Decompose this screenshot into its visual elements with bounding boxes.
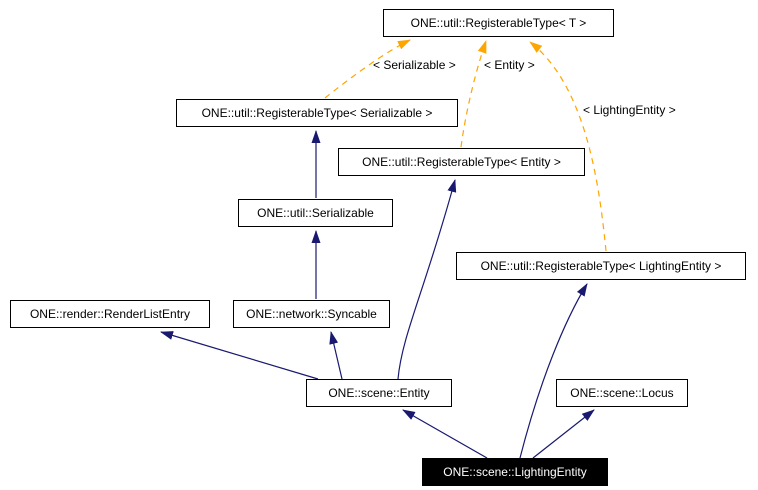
edge-entity-to-registerable-entity: [397, 179, 457, 380]
edge-registerable-entity-to-registerable-t: [460, 40, 487, 148]
node-one-network-syncable[interactable]: ONE::network::Syncable: [233, 300, 390, 328]
node-one-util-registerabletype-entity[interactable]: ONE::util::RegisterableType< Entity >: [338, 148, 585, 176]
edge-lightingentity-to-registerable-lightingentity: [519, 283, 588, 459]
edge-lightingentity-to-entity: [402, 409, 488, 459]
edge-registerable-lightingentity-to-registerable-t: [529, 41, 607, 252]
node-one-util-registerabletype-t[interactable]: ONE::util::RegisterableType< T >: [383, 9, 614, 37]
node-one-util-serializable[interactable]: ONE::util::Serializable: [238, 199, 393, 227]
node-one-scene-entity[interactable]: ONE::scene::Entity: [306, 379, 452, 407]
edge-label-lightingentity: < LightingEntity >: [583, 103, 676, 117]
edge-entity-to-syncable: [329, 331, 343, 380]
node-one-util-registerabletype-serializable[interactable]: ONE::util::RegisterableType< Serializabl…: [176, 99, 458, 127]
edge-entity-to-renderlistentry: [160, 331, 319, 380]
node-one-render-renderlistentry[interactable]: ONE::render::RenderListEntry: [10, 300, 210, 328]
node-one-scene-lightingentity: ONE::scene::LightingEntity: [422, 458, 608, 486]
node-one-util-registerabletype-lightingentity[interactable]: ONE::util::RegisterableType< LightingEnt…: [456, 252, 746, 280]
edge-label-entity: < Entity >: [484, 58, 535, 72]
edge-lightingentity-to-locus: [532, 409, 595, 459]
node-one-scene-locus[interactable]: ONE::scene::Locus: [556, 379, 688, 407]
edge-label-serializable: < Serializable >: [373, 58, 456, 72]
